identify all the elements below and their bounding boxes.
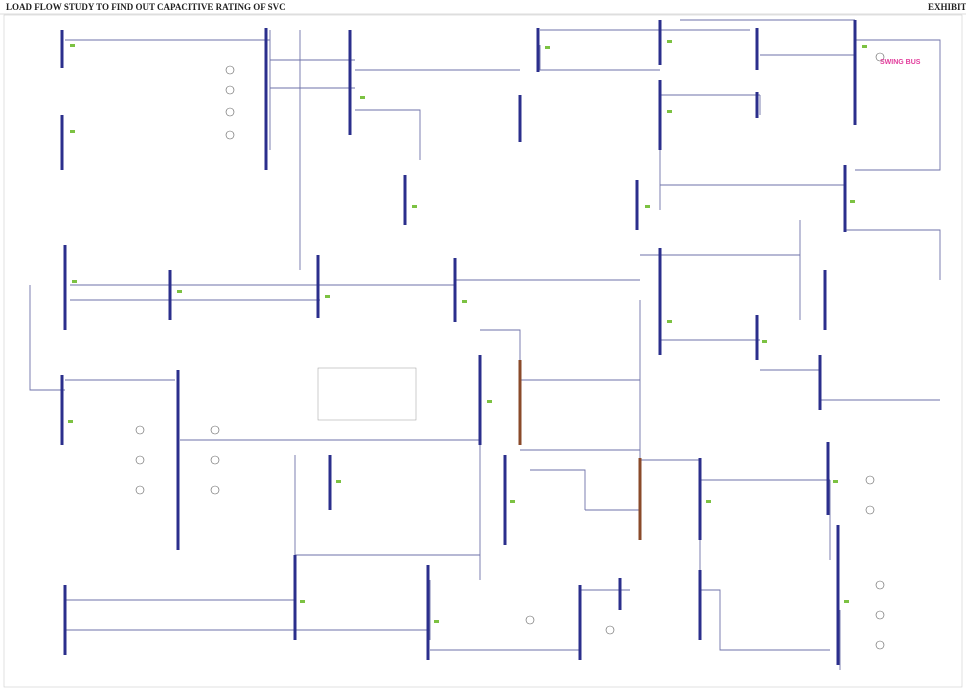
swing-bus-label: SWING BUS xyxy=(880,59,921,66)
diagram-title: LOAD FLOW STUDY TO FIND OUT CAPACITIVE R… xyxy=(6,2,286,12)
summary-note-box xyxy=(317,367,417,421)
flow-indicators xyxy=(68,40,867,623)
generator-symbols xyxy=(135,52,885,650)
transmission-lines xyxy=(29,19,941,670)
exhibit-label: EXHIBIT xyxy=(928,2,966,12)
diagram-frame xyxy=(3,14,963,688)
buses xyxy=(60,20,857,665)
